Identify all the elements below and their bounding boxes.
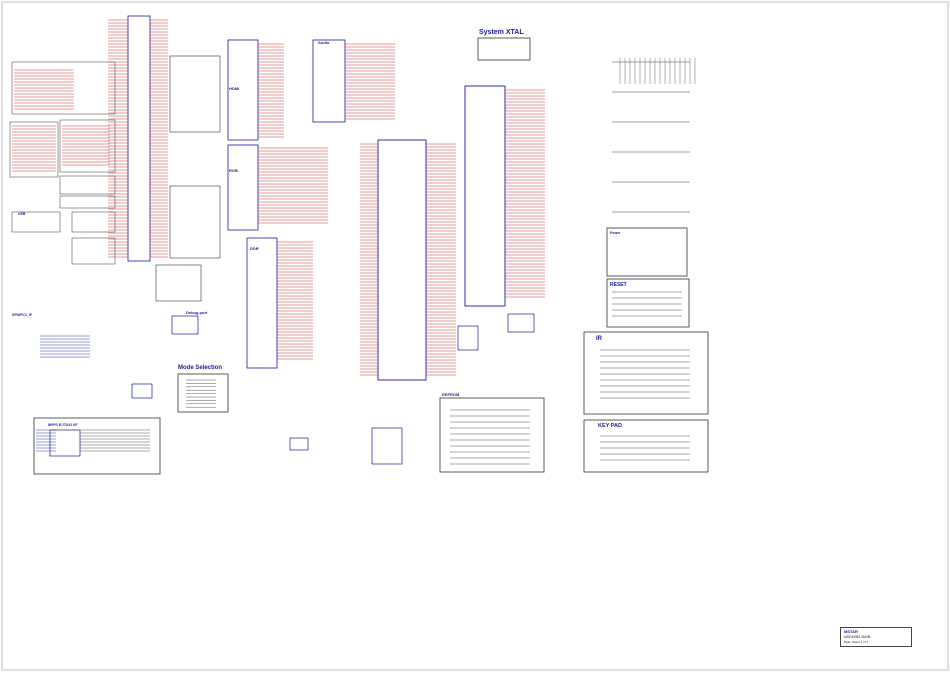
left-box-4: [59, 175, 116, 195]
left-box-5: [59, 195, 116, 209]
small-chip-2: [131, 383, 153, 399]
left-box-2: [9, 121, 59, 178]
keypad-box: [583, 419, 709, 473]
power-box: [606, 227, 688, 277]
system-xtal-title: System XTAL: [479, 29, 524, 36]
small-chip-3: [457, 325, 479, 351]
soc-right-ic: [464, 85, 506, 307]
mode-selection-box: [177, 373, 229, 413]
spi-flash: [371, 427, 403, 465]
ddr-ic: [246, 237, 278, 369]
wire-group: [12, 19, 696, 465]
xtal-box: [477, 37, 531, 61]
power-title: Power: [610, 231, 621, 235]
keypad-title: KEY PAD: [598, 423, 622, 429]
jtag-box: [33, 417, 161, 475]
hdmi-ic: [227, 39, 259, 141]
debug-port-connector: [171, 315, 199, 335]
left-box-7: [71, 211, 116, 233]
left-box-3: [59, 119, 116, 173]
rgb-ic: [227, 144, 259, 231]
left-box-1: [11, 61, 116, 115]
ddr-title: DDR: [250, 246, 259, 251]
ir-title: IR: [596, 336, 602, 342]
ddr-connector: [127, 15, 151, 262]
main-soc: [377, 139, 427, 381]
audio-title: Audio: [318, 40, 330, 45]
title-block-title: MSD6I981 MAIN: [844, 635, 871, 639]
jtag-connector: [49, 429, 81, 457]
title-block-date: Date: Sheet 1 of 1: [844, 640, 869, 644]
jtag-title: MIPS EJTAG I/F: [48, 422, 78, 427]
spdif-title: SPDIF/CI_IF: [12, 313, 32, 317]
mode-selection-title: Mode Selection: [178, 365, 223, 371]
debug-port-title: Debug port: [186, 310, 208, 315]
hdmi-title: HDMI: [229, 86, 240, 91]
rgb-title: RGB: [229, 168, 238, 173]
ir-box: [583, 331, 709, 415]
eeprom-title: EEPROM: [442, 392, 460, 397]
audio-ic: [312, 39, 346, 123]
small-chip-1: [289, 437, 309, 451]
ddr-bank-b: [169, 185, 221, 259]
title-block-brand: MSTAR: [844, 629, 858, 634]
ddr-bank-a: [169, 55, 221, 133]
left-box-6: [11, 211, 61, 233]
usb-title: USB: [18, 212, 26, 216]
reset-title: RESET: [610, 282, 627, 288]
eeprom-box: [439, 397, 545, 473]
small-chip-4: [507, 313, 535, 333]
ddr-aux-box: [155, 264, 202, 302]
reset-box: [606, 278, 690, 328]
title-block: MSTAR MSD6I981 MAIN Date: Sheet 1 of 1: [840, 627, 912, 647]
